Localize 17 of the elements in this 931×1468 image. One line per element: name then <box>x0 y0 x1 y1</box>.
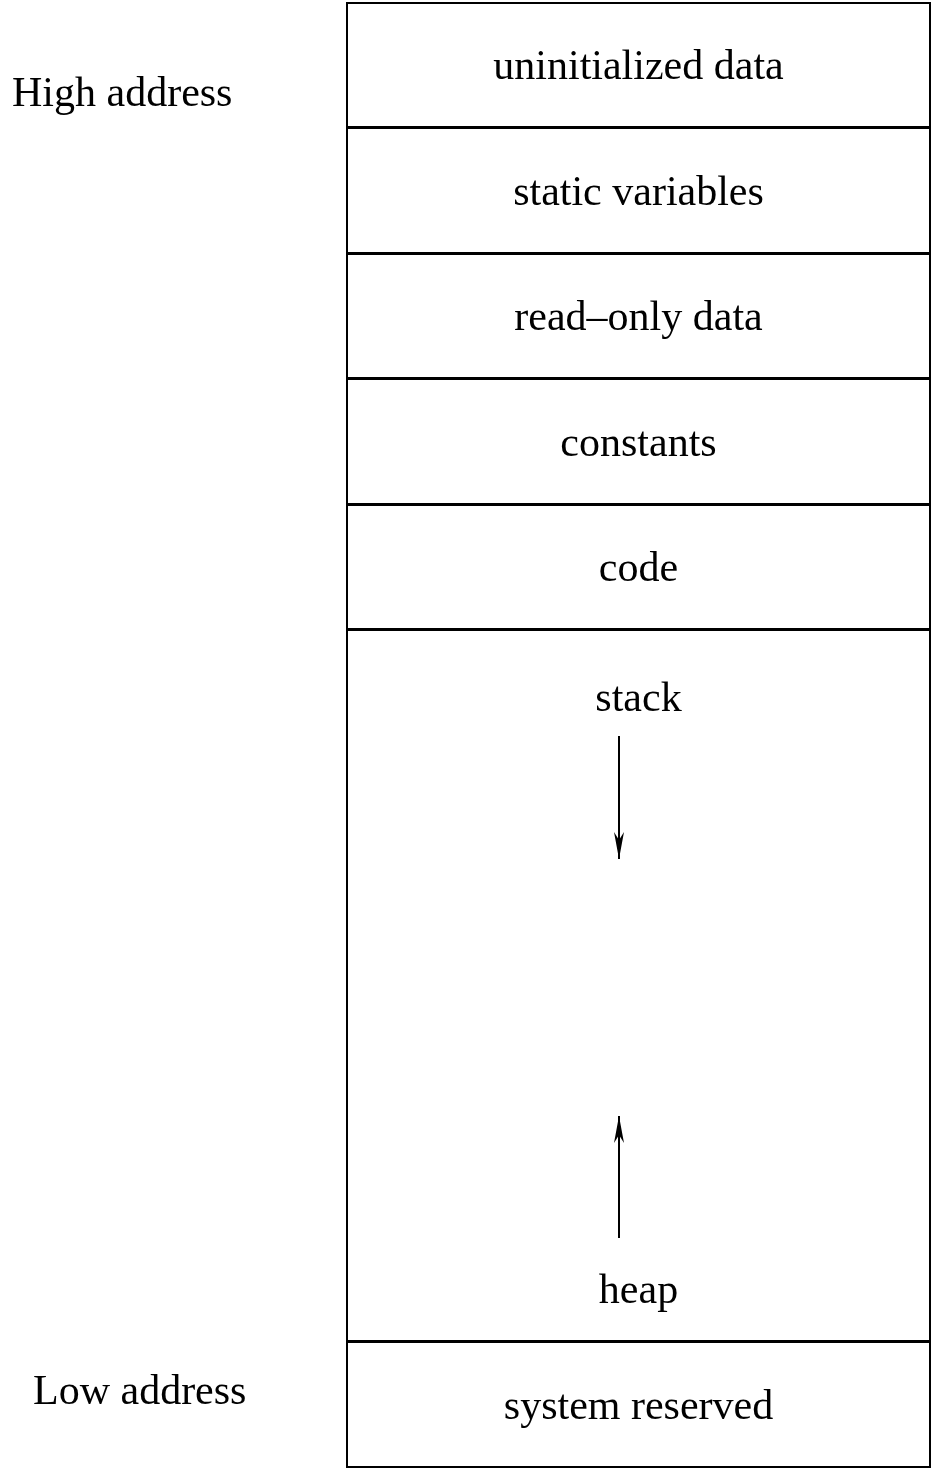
address-label: Low address <box>33 1366 247 1414</box>
segment-label: code <box>598 543 679 591</box>
memory-segment <box>346 127 931 254</box>
segment-label: static variables <box>513 166 764 215</box>
memory-segment <box>346 504 931 630</box>
segment-label: constants <box>560 417 717 466</box>
memory-segment <box>346 2 931 128</box>
memory-segment <box>346 378 931 505</box>
address-label: High address <box>12 68 233 116</box>
segment-label: read–only data <box>514 292 763 340</box>
segment-label: heap <box>598 1265 679 1313</box>
memory-segment <box>346 629 931 1342</box>
segment-label: system reserved <box>503 1380 774 1429</box>
segment-label: uninitialized data <box>493 41 784 89</box>
segment-label: stack <box>595 673 682 721</box>
memory-segment <box>346 1341 931 1468</box>
memory-segment <box>346 253 931 379</box>
